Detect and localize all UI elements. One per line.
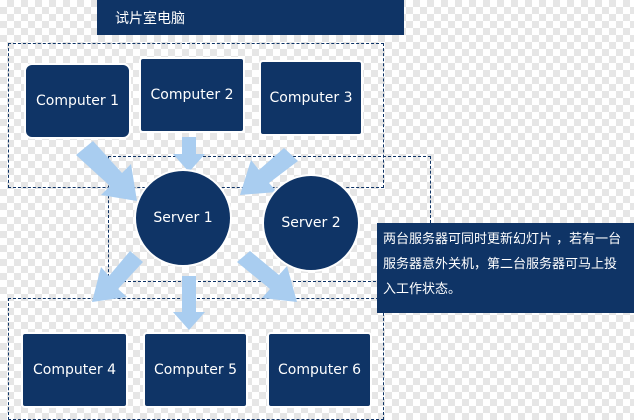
server-1-label: Server 1: [153, 210, 213, 226]
arrow-s1-to-c6: [237, 251, 297, 302]
computer-6: Computer 6: [267, 332, 372, 408]
page-title: 试片室电脑: [97, 0, 404, 35]
computer-1-label: Computer 1: [36, 93, 119, 109]
arrow-s1-to-c5: [173, 276, 205, 330]
computer-3: Computer 3: [259, 60, 363, 136]
computer-2: Computer 2: [139, 57, 245, 133]
arrow-s1-to-c4: [92, 251, 143, 302]
arrows-layer: [76, 137, 298, 330]
arrow-c1-to-s1: [76, 141, 137, 201]
computer-3-label: Computer 3: [269, 90, 353, 106]
server-2-label: Server 2: [281, 215, 341, 231]
computer-2-label: Computer 2: [150, 87, 234, 103]
arrow-c2-to-s1: [173, 137, 205, 172]
note-box: 两台服务器可同时更新幻灯片 ，若有一台服务器意外关机，第二台服务器可马上投入工作…: [377, 223, 634, 313]
page-title-text: 试片室电脑: [115, 10, 185, 27]
computer-1: Computer 1: [24, 63, 131, 139]
note-text: 两台服务器可同时更新幻灯片 ，若有一台服务器意外关机，第二台服务器可马上投入工作…: [383, 232, 622, 297]
server-2: Server 2: [262, 174, 360, 272]
computer-5-label: Computer 5: [154, 362, 237, 378]
arrow-c3-to-s1: [240, 148, 298, 195]
computer-5: Computer 5: [143, 332, 248, 408]
computer-4: Computer 4: [21, 332, 128, 408]
computer-4-label: Computer 4: [33, 362, 116, 378]
computer-6-label: Computer 6: [278, 362, 361, 378]
server-1: Server 1: [134, 169, 232, 267]
